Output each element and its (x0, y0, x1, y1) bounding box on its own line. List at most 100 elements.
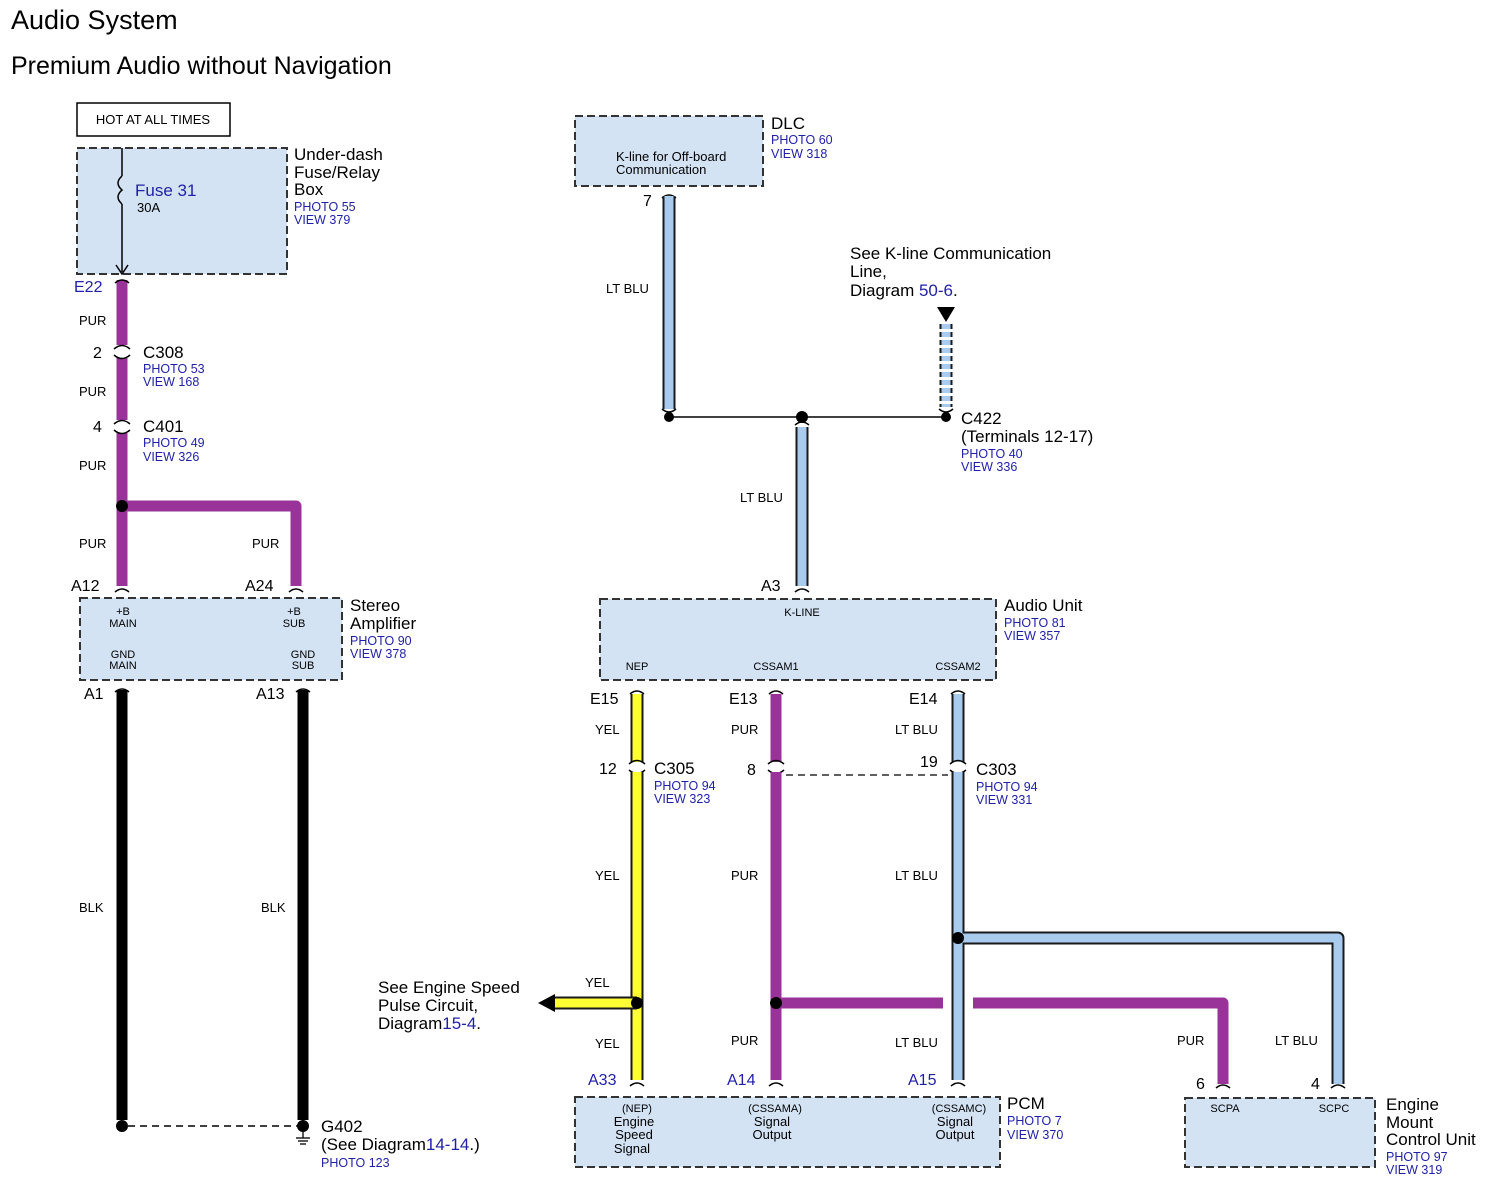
svg-text:+B: +B (287, 606, 301, 618)
wire-ltblu-kline (661, 196, 946, 593)
c303-view-link[interactable]: VIEW 331 (976, 793, 1032, 807)
pin-a13: A13 (256, 686, 285, 703)
c305-pin: 12 (599, 761, 617, 778)
engine-speed-note-2: Pulse Circuit, (378, 996, 478, 1015)
c401-name: C401 (143, 417, 184, 436)
fuse-box-name-2: Fuse/Relay (294, 163, 380, 182)
pin-a14: A14 (727, 1072, 756, 1089)
ground-symbol-icon (296, 1132, 310, 1145)
emcu-pin-4: 4 (1311, 1076, 1320, 1093)
svg-text:K-line for Off-board: K-line for Off-board (616, 149, 726, 164)
amplifier-name-1: Stereo (350, 596, 400, 615)
dlc-box (574, 115, 764, 187)
c303-photo-link[interactable]: PHOTO 94 (976, 780, 1038, 794)
dlc-view-link[interactable]: VIEW 318 (771, 147, 827, 161)
engine-speed-note-1: See Engine Speed (378, 978, 520, 997)
svg-text:GND: GND (111, 649, 136, 661)
svg-text:YEL: YEL (595, 868, 620, 883)
splice-dot-pur (116, 500, 128, 512)
c308-name: C308 (143, 343, 184, 362)
audio-unit-view-link[interactable]: VIEW 357 (1004, 629, 1060, 643)
fuse-box-view-link[interactable]: VIEW 379 (294, 213, 350, 227)
pin-e14: E14 (909, 691, 938, 708)
emcu-name-2: Mount (1386, 1113, 1434, 1132)
svg-text:CSSAM1: CSSAM1 (753, 661, 798, 673)
svg-text:PUR: PUR (79, 384, 106, 399)
emcu-pin-6: 6 (1196, 1076, 1205, 1093)
svg-text:Signal: Signal (614, 1141, 650, 1156)
dlc-photo-link[interactable]: PHOTO 60 (771, 133, 833, 147)
hot-at-all-times-box (76, 102, 231, 137)
pin-e15: E15 (590, 691, 619, 708)
c422-photo-link[interactable]: PHOTO 40 (961, 447, 1023, 461)
svg-text:Output: Output (935, 1127, 974, 1142)
kline-diagram-link[interactable]: 50-6 (919, 281, 953, 300)
svg-text:Communication: Communication (616, 162, 706, 177)
svg-text:SCPA: SCPA (1210, 1103, 1240, 1115)
g402-photo-link[interactable]: PHOTO 123 (321, 1156, 390, 1170)
svg-text:PUR: PUR (1177, 1033, 1204, 1048)
svg-text:PUR: PUR (79, 313, 106, 328)
engine-mount-control-unit-box (1184, 1097, 1376, 1168)
fuse-relay-box (76, 147, 288, 275)
svg-text:PUR: PUR (79, 458, 106, 473)
c308-view-link[interactable]: VIEW 168 (143, 375, 199, 389)
amplifier-photo-link[interactable]: PHOTO 90 (350, 634, 412, 648)
svg-text:LT BLU: LT BLU (895, 722, 938, 737)
pin-a1: A1 (84, 686, 104, 703)
pcm-name: PCM (1007, 1094, 1045, 1113)
emcu-photo-link[interactable]: PHOTO 97 (1386, 1150, 1448, 1164)
engine-speed-diagram-link[interactable]: 15-4 (442, 1014, 476, 1033)
svg-text:LT BLU: LT BLU (740, 490, 783, 505)
wire-ltblu-kline-continues (938, 324, 954, 422)
svg-text:+B: +B (116, 606, 130, 618)
svg-text:YEL: YEL (595, 722, 620, 737)
fuse-rating: 30A (137, 200, 160, 215)
svg-text:Engine: Engine (614, 1114, 654, 1129)
c305-view-link[interactable]: VIEW 323 (654, 792, 710, 806)
c401-photo-link[interactable]: PHOTO 49 (143, 436, 205, 450)
arrow-down-icon (937, 307, 955, 322)
pin-a12: A12 (71, 578, 100, 595)
svg-text:Signal: Signal (937, 1114, 973, 1129)
c305-name: C305 (654, 759, 695, 778)
svg-text:SCPC: SCPC (1319, 1103, 1350, 1115)
svg-text:GND: GND (291, 649, 316, 661)
fuse-31-label[interactable]: Fuse 31 (135, 181, 196, 200)
svg-text:BLK: BLK (79, 900, 104, 915)
svg-text:PUR: PUR (731, 1033, 758, 1048)
c308-photo-link[interactable]: PHOTO 53 (143, 362, 205, 376)
pin-a24: A24 (245, 578, 274, 595)
fuse-box-name-3: Box (294, 180, 324, 199)
svg-text:LT BLU: LT BLU (1275, 1033, 1318, 1048)
svg-text:LT BLU: LT BLU (895, 1035, 938, 1050)
c422-view-link[interactable]: VIEW 336 (961, 460, 1017, 474)
amplifier-view-link[interactable]: VIEW 378 (350, 647, 406, 661)
pin-e22: E22 (74, 279, 103, 296)
svg-text:PUR: PUR (79, 536, 106, 551)
svg-text:LT BLU: LT BLU (606, 281, 649, 296)
c303-pin-8: 8 (747, 762, 756, 779)
dlc-pin-7: 7 (643, 193, 652, 210)
page-subtitle: Premium Audio without Navigation (11, 52, 392, 80)
c303-pin-19: 19 (920, 754, 938, 771)
c401-view-link[interactable]: VIEW 326 (143, 450, 199, 464)
pcm-view-link[interactable]: VIEW 370 (1007, 1128, 1063, 1142)
svg-text:PUR: PUR (252, 536, 279, 551)
audio-unit-box (599, 598, 997, 681)
g402-see: (See Diagram14-14.) (321, 1135, 480, 1154)
emcu-view-link[interactable]: VIEW 319 (1386, 1163, 1442, 1177)
pcm-photo-link[interactable]: PHOTO 7 (1007, 1114, 1062, 1128)
fuse-box-photo-link[interactable]: PHOTO 55 (294, 200, 356, 214)
pin-a15: A15 (908, 1072, 937, 1089)
connector-c401 (113, 419, 131, 435)
c305-photo-link[interactable]: PHOTO 94 (654, 779, 716, 793)
g402-diagram-link[interactable]: 14-14 (426, 1135, 469, 1154)
emcu-name-1: Engine (1386, 1095, 1439, 1114)
svg-text:Signal: Signal (754, 1114, 790, 1129)
page-title: Audio System (11, 5, 178, 35)
svg-text:NEP: NEP (626, 661, 649, 673)
c401-pin: 4 (93, 419, 102, 436)
audio-unit-photo-link[interactable]: PHOTO 81 (1004, 616, 1066, 630)
